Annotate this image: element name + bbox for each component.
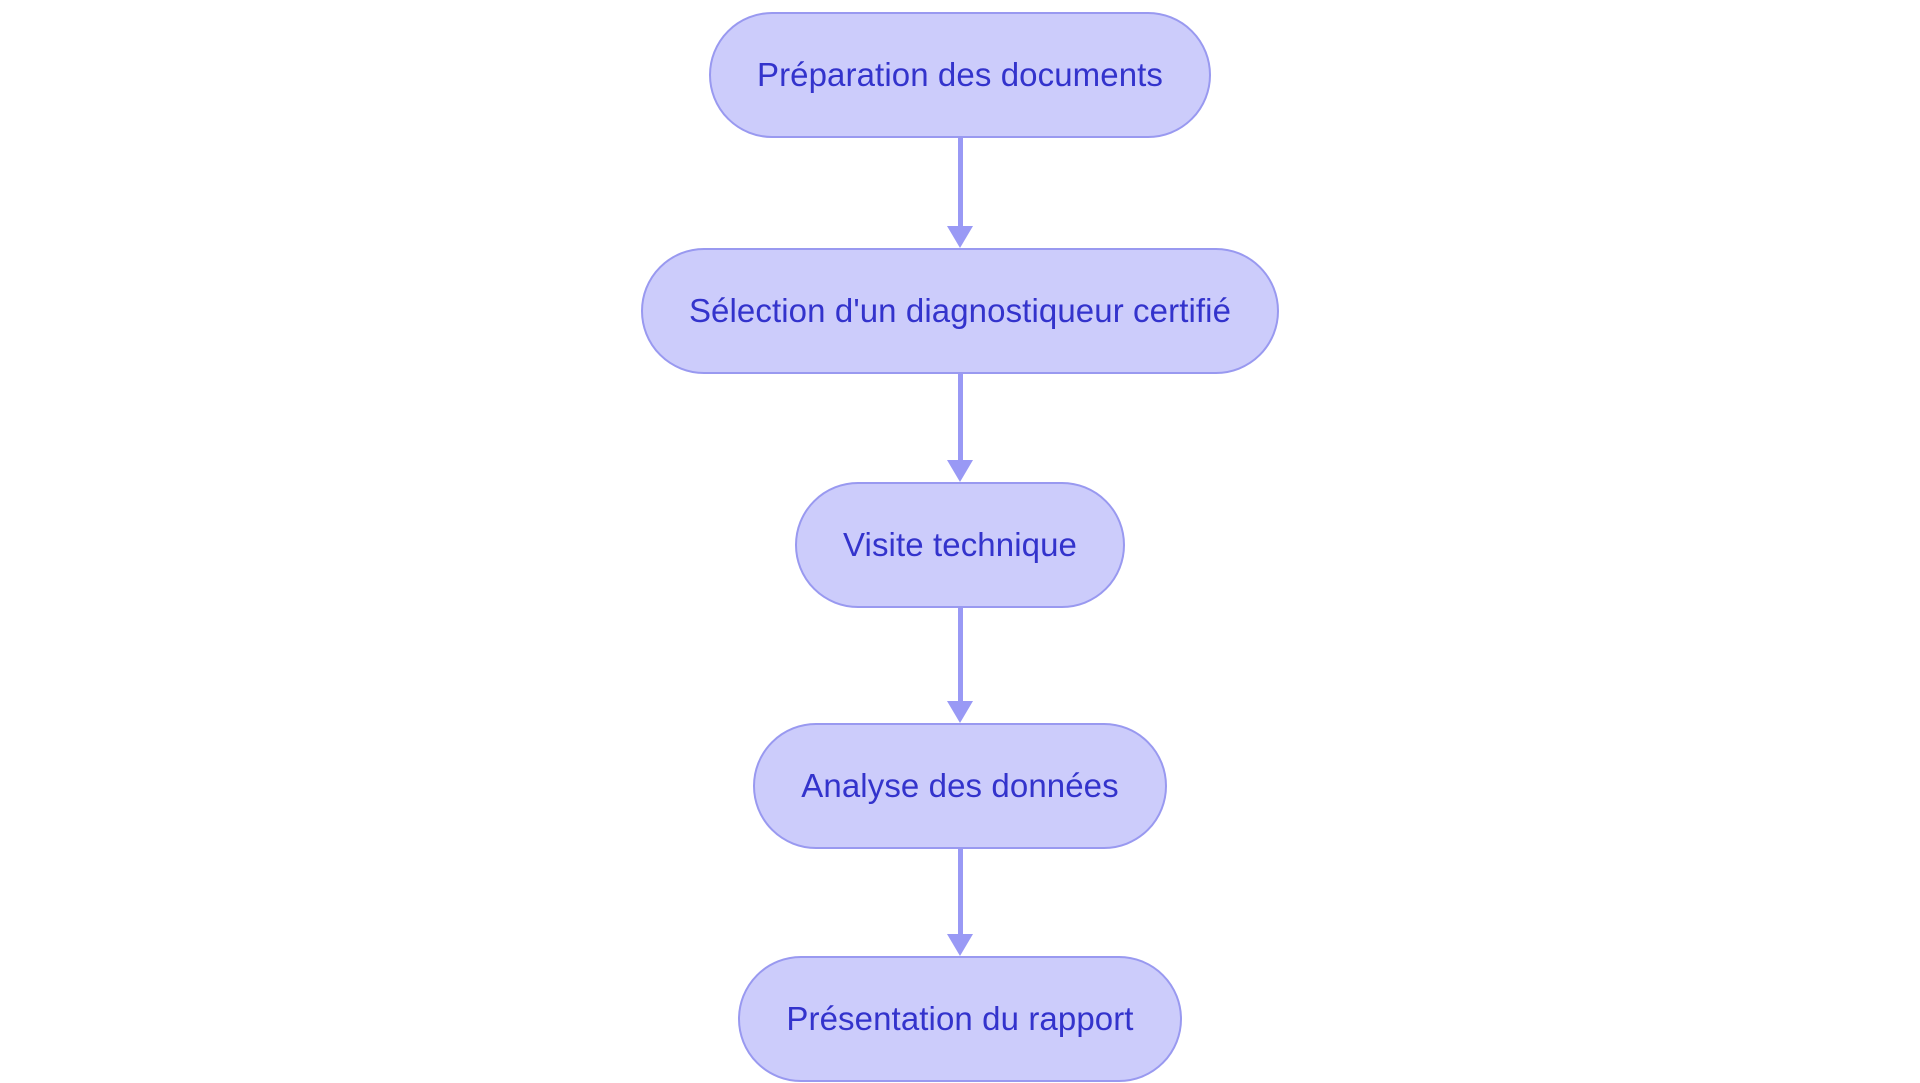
flow-node-label: Visite technique: [843, 526, 1077, 564]
arrow-down-icon: [947, 460, 973, 482]
flow-node-visite-technique[interactable]: Visite technique: [795, 482, 1125, 608]
edge-line: [957, 374, 963, 460]
edge-line: [957, 138, 963, 226]
flow-node-analyse-des-donnees[interactable]: Analyse des données: [753, 723, 1167, 849]
flow-edge-2-to-3: [947, 374, 973, 482]
arrow-down-icon: [947, 934, 973, 956]
flow-node-label: Analyse des données: [801, 767, 1119, 805]
arrow-down-icon: [947, 701, 973, 723]
flow-edge-4-to-5: [947, 849, 973, 956]
flow-node-label: Présentation du rapport: [786, 1000, 1134, 1038]
edge-line: [957, 849, 963, 934]
flow-node-selection-dun-diagnostiqueur-certifie[interactable]: Sélection d'un diagnostiqueur certifié: [640, 248, 1280, 374]
flow-node-presentation-du-rapport[interactable]: Présentation du rapport: [738, 956, 1182, 1082]
arrow-down-icon: [947, 226, 973, 248]
flow-node-preparation-des-documents[interactable]: Préparation des documents: [708, 12, 1212, 138]
flow-node-label: Préparation des documents: [756, 56, 1164, 94]
edge-line: [957, 608, 963, 701]
flow-edge-1-to-2: [947, 138, 973, 248]
flow-node-label: Sélection d'un diagnostiqueur certifié: [688, 292, 1232, 330]
flow-edge-3-to-4: [947, 608, 973, 723]
